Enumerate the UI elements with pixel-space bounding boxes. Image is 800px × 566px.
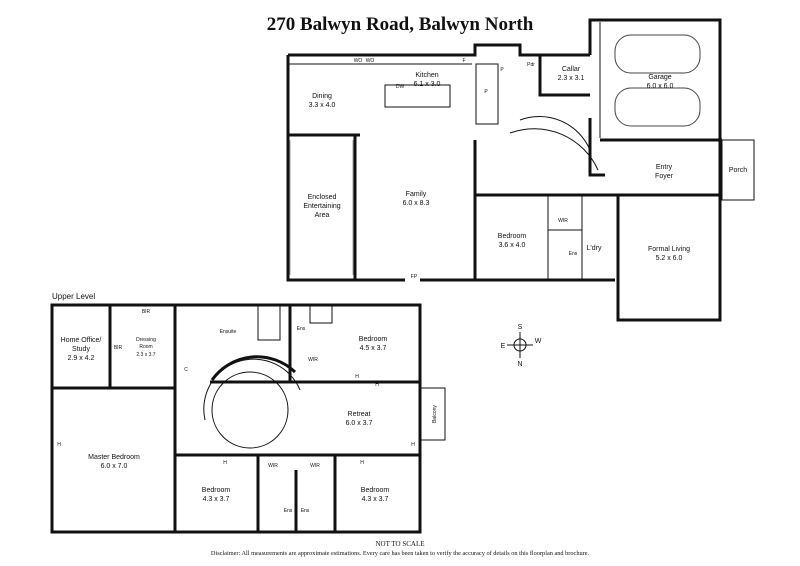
label-enclosed-1: Enclosed	[308, 194, 337, 201]
compass-n: N	[517, 361, 522, 368]
label-h5: H	[375, 382, 379, 388]
label-h6: H	[411, 442, 415, 448]
label-h3: H	[360, 460, 364, 466]
dim-master: 6.0 x 7.0	[101, 463, 128, 470]
label-balcony: Balcony	[432, 405, 438, 423]
label-wo1: WO	[354, 58, 363, 64]
label-enclosed-2: Entertaining	[303, 203, 340, 210]
dim-cellar: 2.3 x 3.1	[558, 75, 585, 82]
label-dw: DW	[396, 84, 405, 90]
label-master: Master Bedroom	[88, 454, 140, 461]
label-p1: P	[484, 89, 488, 95]
label-family: Family	[406, 191, 427, 198]
label-wir-l: WIR	[268, 463, 278, 469]
not-to-scale: NOT TO SCALE	[375, 540, 425, 548]
label-kitchen: Kitchen	[415, 72, 438, 79]
label-wir-r: WIR	[310, 463, 320, 469]
label-dining: Dining	[312, 93, 332, 100]
label-garage: Garage	[648, 74, 671, 81]
label-bedroom-ground: Bedroom	[498, 233, 527, 240]
label-fp: FP	[411, 274, 418, 280]
disclaimer: Disclaimer: All measurements are approxi…	[210, 550, 590, 557]
label-bir-1: BIR	[142, 309, 151, 315]
label-wir-top: WIR	[308, 357, 318, 363]
dim-kitchen: 6.1 x 3.0	[414, 81, 441, 88]
dim-bed-left: 4.3 x 3.7	[203, 496, 230, 503]
label-ensuite: Ensuite	[220, 329, 237, 335]
label-retreat: Retreat	[348, 411, 371, 418]
upper-level-label: Upper Level	[52, 292, 96, 301]
dim-garage: 6.0 x 6.0	[647, 83, 674, 90]
label-ldry: L'dry	[587, 245, 602, 252]
compass-s: S	[518, 324, 523, 331]
label-ens-top: Ens	[297, 326, 306, 332]
label-entry-2: Foyer	[655, 173, 674, 180]
ground-floor-walls	[286, 18, 755, 322]
page-title: 270 Balwyn Road, Balwyn North	[266, 14, 534, 35]
label-f: F	[462, 58, 465, 64]
label-dressing-2: Room	[139, 344, 152, 350]
label-h2: H	[223, 460, 227, 466]
label-pdr: Pdr	[527, 62, 535, 68]
label-c: C	[184, 367, 188, 373]
dim-formal: 5.2 x 6.0	[656, 255, 683, 262]
label-ens-l: Ens	[284, 508, 293, 514]
dim-bed-right: 4.3 x 3.7	[362, 496, 389, 503]
dim-office: 2.9 x 4.2	[68, 355, 95, 362]
label-bed-right: Bedroom	[361, 487, 390, 494]
label-office-1: Home Office/	[61, 337, 102, 344]
label-formal: Formal Living	[648, 246, 690, 253]
label-bed-left: Bedroom	[202, 487, 231, 494]
label-bir-2: BIR	[114, 345, 123, 351]
label-h4: H	[355, 374, 359, 380]
dim-bedroom-ground: 3.6 x 4.0	[499, 242, 526, 249]
label-h1: H	[57, 442, 61, 448]
label-wo2: WO	[366, 58, 375, 64]
compass-w: W	[535, 338, 542, 345]
dim-bed-top: 4.5 x 3.7	[360, 345, 387, 352]
dim-dressing: 2.3 x 3.7	[136, 352, 155, 358]
dim-retreat: 6.0 x 3.7	[346, 420, 373, 427]
dim-dining: 3.3 x 4.0	[309, 102, 336, 109]
label-wir-ground: WIR	[558, 218, 568, 224]
label-dressing-1: Dressing	[136, 337, 156, 343]
label-office-2: Study	[72, 346, 90, 353]
label-bed-top: Bedroom	[359, 336, 388, 343]
upper-floor-walls	[50, 303, 446, 534]
compass-e: E	[501, 343, 506, 350]
label-porch: Porch	[729, 167, 747, 174]
label-p2: P	[500, 67, 504, 73]
label-ens-ground: Ens	[569, 251, 578, 257]
label-cellar: Callar	[562, 66, 581, 73]
label-ens-r: Ens	[301, 508, 310, 514]
label-entry-1: Entry	[656, 164, 673, 171]
dim-family: 6.0 x 8.3	[403, 200, 430, 207]
compass	[507, 332, 533, 358]
label-enclosed-3: Area	[315, 212, 330, 219]
